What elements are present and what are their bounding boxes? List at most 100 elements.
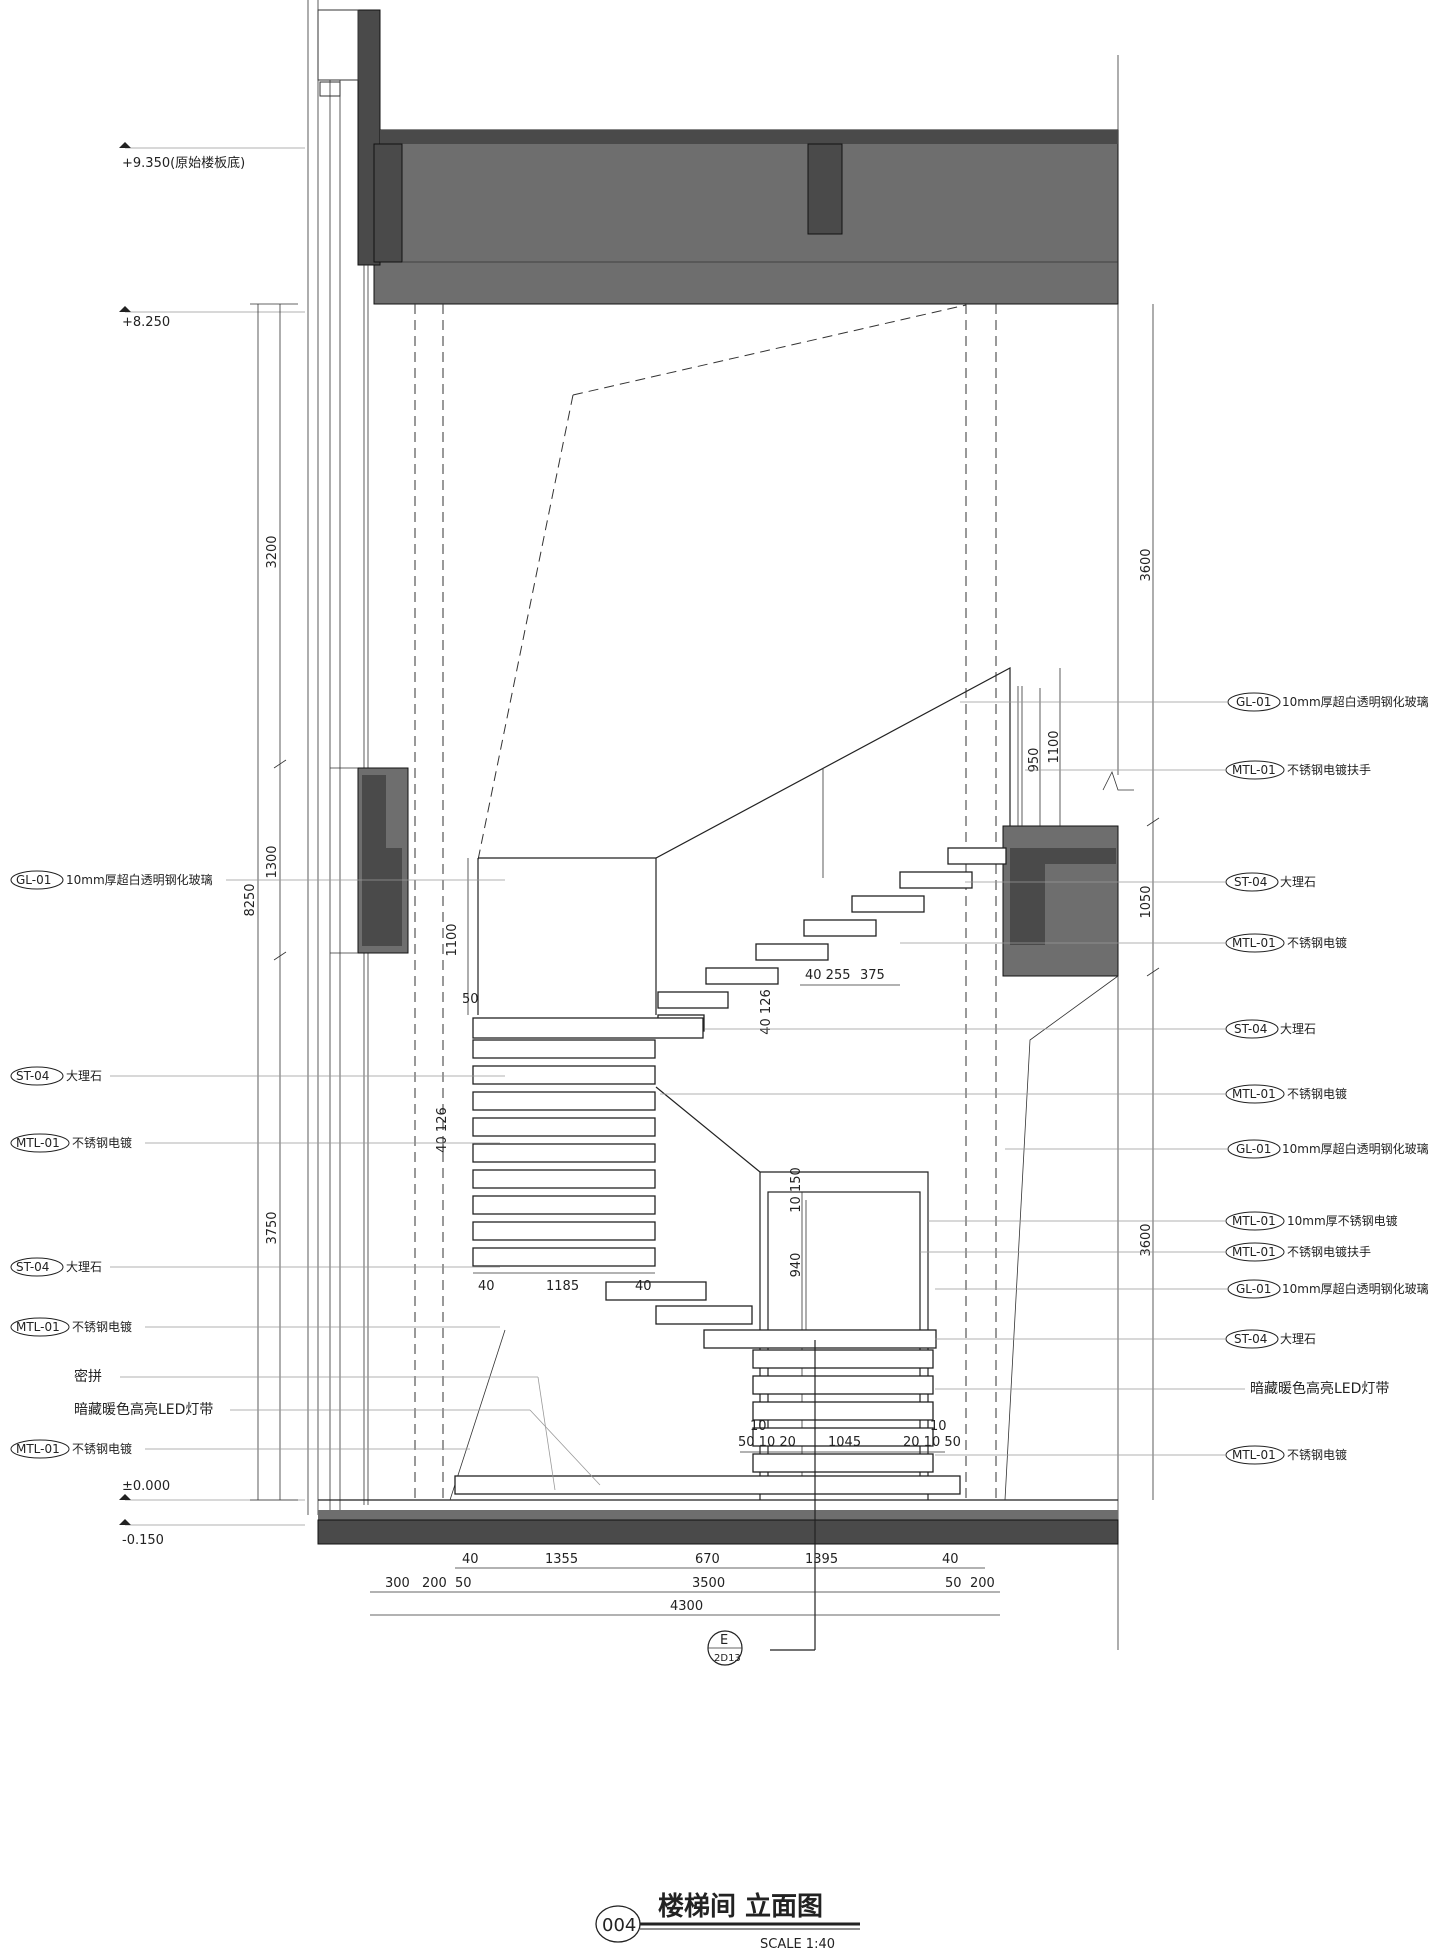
right-label-2: ST-04 大理石 [965,872,1316,892]
section-cut-line [770,1340,816,1651]
right-label-text: 大理石 [1280,1022,1316,1036]
right-label-text: 10mm厚超白透明钢化玻璃 [1282,1141,1429,1156]
left-label-code: MTL-01 [16,1442,60,1456]
note-led-right: 暗藏暖色高亮LED灯带 [1250,1380,1389,1397]
left-label-text: 不锈钢电镀 [72,1320,132,1334]
left-label-1: ST-04 大理石 [10,1066,505,1086]
right-label-text: 不锈钢电镀扶手 [1287,1244,1371,1259]
dim-b3: 4300 [670,1599,703,1614]
right-labels: GL-01 10mm厚超白透明钢化玻璃 MTL-01 不锈钢电镀扶手 ST-04… [660,692,1429,1465]
title-block: 004 楼梯间 立面图 SCALE 1:40 [595,1891,860,1952]
left-label-0: GL-01 10mm厚超白透明钢化玻璃 [10,870,505,890]
right-label-code: GL-01 [1236,1142,1271,1156]
dim-50-10-20: 50 10 20 [738,1435,796,1450]
dim-1185: 1185 [546,1279,579,1294]
dim-b1-3: 1395 [805,1552,838,1567]
right-label-5: MTL-01 不锈钢电镀 [660,1084,1347,1104]
left-labels: GL-01 10mm厚超白透明钢化玻璃 ST-04 大理石 MTL-01 不锈钢… [10,870,601,1491]
left-label-text: 不锈钢电镀 [72,1442,132,1456]
right-label-code: ST-04 [1234,875,1267,889]
dim-b1-0: 40 [462,1552,479,1567]
dim-b2-1: 200 [422,1576,447,1591]
dim-b2-0: 300 [385,1576,410,1591]
dim-10-left: 10 [750,1419,767,1434]
right-label-text: 不锈钢电镀 [1287,1087,1347,1101]
dim-940: 940 [789,1253,804,1278]
right-label-text: 10mm厚不锈钢电镀 [1287,1214,1398,1228]
left-label-code: ST-04 [16,1260,49,1274]
dim-b1-1: 1355 [545,1552,578,1567]
right-label-code: MTL-01 [1232,936,1276,950]
dim-40-b: 40 [635,1279,652,1294]
dim-b2-3: 3500 [692,1576,725,1591]
right-label-11: MTL-01 不锈钢电镀 [935,1445,1347,1465]
level-markers: +9.350(原始楼板底) +8.250 ±0.000 -0.150 [119,142,305,1548]
dim-3750: 3750 [265,1211,280,1244]
left-dimensions: 3200 1300 3750 8250 [243,303,298,1501]
left-label-text: 不锈钢电镀 [72,1136,132,1150]
dim-40-126-left: 40 126 [435,1107,450,1153]
section-sheet: 2D13 [714,1653,741,1664]
dim-8250: 8250 [243,883,258,916]
inner-dimensions: 1100 50 40 126 40 255 375 40 126 40 1185… [435,858,961,1453]
right-label-code: GL-01 [1236,1282,1271,1296]
dim-1050: 1050 [1139,885,1154,918]
title-scale: SCALE 1:40 [760,1937,835,1952]
right-landing-block [1002,55,1134,1650]
dim-20-10-50: 20 10 50 [903,1435,961,1450]
dim-1300: 1300 [265,845,280,878]
dim-950: 950 [1027,748,1042,773]
dim-1100-right: 1100 [1047,730,1062,763]
lower-flight-treads [454,1349,961,1495]
dim-40-255: 40 255 [805,968,851,983]
bottom-dimensions: 40 1355 670 1395 40 300 200 50 3500 50 2… [370,1552,1000,1616]
level-floor: ±0.000 [122,1479,170,1494]
title-text: 楼梯间 立面图 [658,1891,823,1922]
right-label-text: 10mm厚超白透明钢化玻璃 [1282,694,1429,709]
right-label-text: 大理石 [1280,1332,1316,1346]
right-label-7: MTL-01 10mm厚不锈钢电镀 [928,1211,1398,1231]
section-letter: E [720,1633,728,1648]
dim-b2-2: 50 [455,1576,472,1591]
right-label-8: MTL-01 不锈钢电镀扶手 [920,1242,1371,1262]
left-flight-treads [472,1017,937,1349]
left-landing-block [330,767,409,954]
dim-b1-4: 40 [942,1552,959,1567]
left-label-text: 大理石 [66,1260,102,1274]
upper-flight-treads [657,847,1007,1032]
dim-375: 375 [860,968,885,983]
note-led-left: 暗藏暖色高亮LED灯带 [74,1401,213,1418]
dim-b2-5: 200 [970,1576,995,1591]
dim-50-inner: 50 [462,992,479,1007]
left-label-code: MTL-01 [16,1136,60,1150]
right-label-10: ST-04 大理石 [935,1329,1316,1349]
title-number: 004 [602,1915,636,1936]
right-label-code: MTL-01 [1232,1448,1276,1462]
dim-b2-4: 50 [945,1576,962,1591]
right-label-code: MTL-01 [1232,1087,1276,1101]
right-label-text: 不锈钢电镀 [1287,936,1347,950]
right-dimensions: 3600 1050 3600 950 1100 [1027,304,1160,1500]
right-label-code: MTL-01 [1232,763,1276,777]
right-label-text: 10mm厚超白透明钢化玻璃 [1282,1281,1429,1296]
dim-10-right: 10 [930,1419,947,1434]
left-label-text: 10mm厚超白透明钢化玻璃 [66,872,213,887]
right-label-code: ST-04 [1234,1332,1267,1346]
right-label-text: 大理石 [1280,875,1316,889]
right-label-4: ST-04 大理石 [705,1019,1316,1039]
left-label-3: ST-04 大理石 [10,1257,500,1277]
section-marker: E 2D13 [707,1630,743,1666]
right-label-6: GL-01 10mm厚超白透明钢化玻璃 [1005,1139,1429,1159]
dim-3600-top: 3600 [1139,548,1154,581]
left-label-code: ST-04 [16,1069,49,1083]
right-label-code: ST-04 [1234,1022,1267,1036]
left-label-code: MTL-01 [16,1320,60,1334]
dim-10-150: 10 150 [789,1167,804,1213]
dim-1100-inner: 1100 [445,923,460,956]
right-label-text: 不锈钢电镀扶手 [1287,762,1371,777]
note-mipin: 密拼 [74,1368,102,1385]
dim-1045: 1045 [828,1435,861,1450]
dim-b1-2: 670 [695,1552,720,1567]
left-wall [307,0,381,1515]
